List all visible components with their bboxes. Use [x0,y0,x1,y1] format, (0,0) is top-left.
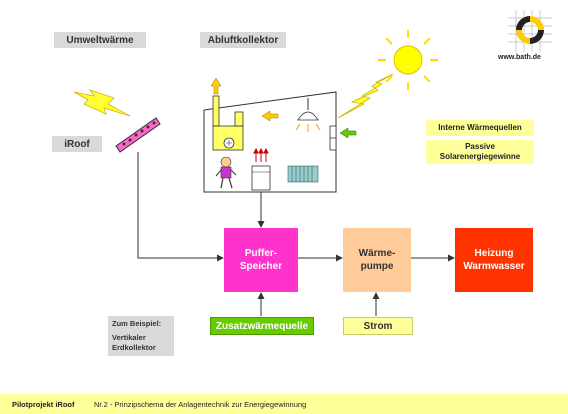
air-left-arrow-icon [261,110,279,122]
puffer-speicher-box: Puffer- Speicher [224,228,298,292]
sunray-right-icon [337,73,394,119]
appliance-icon [251,165,271,191]
waermepumpe-box: Wärme- pumpe [343,228,411,292]
waermepumpe-line2: pumpe [360,261,394,272]
abluftkollektor-label: Abluftkollektor [200,32,286,48]
footer-caption: Nr.2 - Prinzipschema der Anlagentechnik … [94,399,307,409]
passive-solar-tag: Passive Solarenergiegewinne [426,140,534,164]
umweltwaerme-label: Umweltwärme [54,32,146,48]
waermepumpe-line1: Wärme- [358,248,396,259]
puffer-line1: Puffer- [244,248,278,259]
sunray-left-icon [73,89,131,117]
puffer-line2: Speicher [239,261,283,272]
exhaust-collector-duct [212,95,244,151]
window-icon [329,125,337,151]
example-line1: Zum Beispiel: [112,319,162,328]
radiator-icon [287,165,319,183]
internal-heat-tag-text: Interne Wärmequellen [438,123,522,132]
heizung-line1: Heizung [474,248,514,259]
heizung-box: Heizung Warmwasser [455,228,533,292]
iroof-panel [115,117,161,153]
zusatzwaermequelle-box: Zusatzwärmequelle [210,317,314,335]
example-line2: Vertikaler [112,333,146,342]
heizung-line2: Warmwasser [463,261,525,272]
flow-lines [137,152,455,316]
sun-icon [378,30,438,90]
internal-heat-arrows-icon [253,147,269,162]
internal-heat-tag: Interne Wärmequellen [426,120,534,136]
website-label: www.bath.de [498,54,541,61]
strom-box: Strom [343,317,413,335]
air-up-arrow-icon [210,77,222,95]
lamp-icon [295,98,321,132]
solar-gain-arrow-icon [339,127,357,139]
person-icon [215,156,237,189]
example-note: Zum Beispiel: Vertikaler Erdkollektor [108,316,174,356]
passive-solar-line2: Solarenergiegewinne [439,152,521,161]
footer-bar: Pilotprojekt iRoof Nr.2 - Prinzipschema … [0,394,568,414]
passive-solar-line1: Passive [465,142,495,151]
example-line3: Erdkollektor [112,343,156,352]
bath-logo [508,10,552,52]
footer-project: Pilotprojekt iRoof [12,399,75,409]
iroof-label: iRoof [52,136,102,152]
